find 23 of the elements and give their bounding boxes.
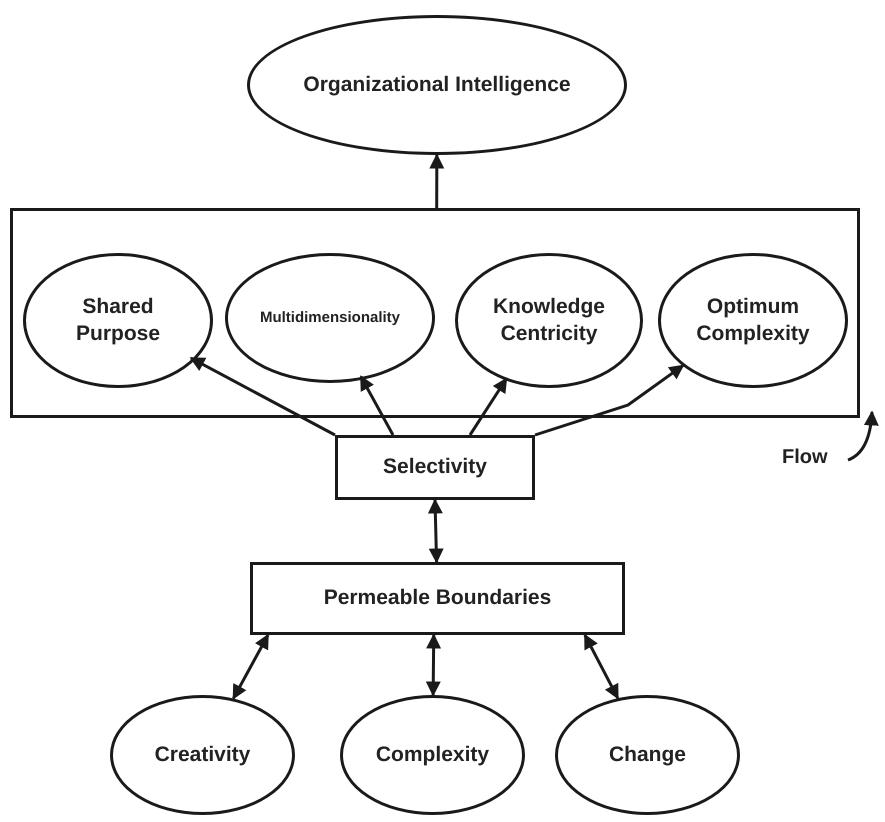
node-label: Change (608, 742, 687, 768)
node-label: Optimum Complexity (695, 294, 811, 346)
node-label: Multidimensionality (258, 308, 401, 328)
rectangle-node (10, 208, 860, 418)
node-label: Organizational Intelligence (302, 72, 572, 98)
node-label: Complexity (374, 742, 490, 768)
rectangle-node (250, 562, 625, 635)
rectangle-node (335, 435, 535, 500)
node-label: Creativity (154, 742, 252, 768)
arrow (232, 634, 270, 700)
arrow (429, 154, 444, 208)
node-label: Permeable Boundaries (322, 585, 552, 612)
node-label: Knowledge Centricity (492, 294, 606, 346)
arrow (360, 375, 394, 436)
arrow (426, 634, 442, 696)
arrow (190, 356, 336, 436)
arrow (468, 377, 508, 436)
flow-label: Flow (782, 445, 828, 470)
arrow (584, 634, 620, 700)
node-label: Selectivity (382, 454, 488, 480)
arrow (428, 498, 444, 564)
node-label: Shared Purpose (74, 294, 162, 346)
arrow (534, 364, 684, 436)
